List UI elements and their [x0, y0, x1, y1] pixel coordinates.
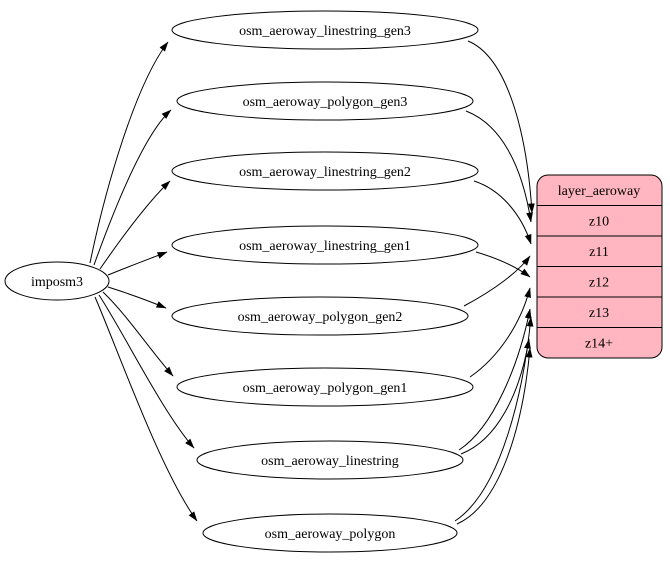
source-node-shape: [4, 261, 110, 301]
layer-row-z11: z11: [589, 245, 609, 260]
table-node-osm-aeroway-polygon-gen1: osm_aeroway_polygon_gen1: [176, 367, 474, 407]
table-node-label: osm_aeroway_polygon_gen1: [243, 381, 408, 396]
table-node-label: osm_aeroway_linestring_gen2: [239, 165, 411, 180]
source-node-label: imposm3: [31, 275, 83, 290]
edge-imposm3-polygon-gen3: [93, 109, 172, 266]
edge-polygon-gen1-z12: [469, 287, 531, 378]
table-node-shape: [171, 225, 479, 265]
edge-polygon-gen2-z11: [463, 255, 531, 307]
table-node-osm-aeroway-polygon-gen2: osm_aeroway_polygon_gen2: [171, 296, 469, 336]
edge-group-source: [89, 41, 198, 522]
edge-polygon-z14: [456, 347, 533, 525]
edge-group-layer: [454, 40, 535, 525]
edge-imposm3-polygon-gen2: [107, 286, 167, 309]
table-node-osm-aeroway-polygon-gen3: osm_aeroway_polygon_gen3: [176, 81, 474, 121]
edge-imposm3-linestring-gen1: [107, 251, 168, 276]
source-node-imposm3: imposm3: [4, 261, 110, 301]
table-node-label: osm_aeroway_polygon: [265, 527, 396, 542]
table-node-shape: [176, 367, 474, 407]
edge-polygon-gen3-z10: [465, 110, 533, 223]
table-node-osm-aeroway-polygon: osm_aeroway_polygon: [202, 513, 458, 553]
table-node-shape: [176, 81, 474, 121]
table-node-osm-aeroway-linestring-gen1: osm_aeroway_linestring_gen1: [171, 225, 479, 265]
edge-linestring-gen3-z10: [467, 40, 535, 214]
table-node-label: osm_aeroway_linestring_gen1: [239, 239, 411, 254]
table-node-shape: [196, 440, 464, 480]
layer-row-z13: z13: [589, 306, 609, 321]
edge-linestring-z14: [460, 338, 531, 455]
layer-node-layer-aeroway: layer_aeroway z10 z11 z12 z13 z14+: [536, 174, 663, 359]
table-node-shape: [171, 296, 469, 336]
table-node-shape: [171, 10, 479, 50]
table-node-label: osm_aeroway_linestring: [261, 454, 399, 469]
table-node-label: osm_aeroway_polygon_gen3: [243, 95, 408, 110]
edge-linestring-gen2-z11: [473, 180, 532, 245]
table-node-osm-aeroway-linestring: osm_aeroway_linestring: [196, 440, 464, 480]
edge-imposm3-linestring: [98, 294, 195, 449]
layer-row-z12: z12: [589, 276, 609, 291]
table-node-osm-aeroway-linestring-gen2: osm_aeroway_linestring_gen2: [171, 151, 479, 191]
edge-imposm3-polygon-gen1: [102, 291, 174, 377]
table-node-shape: [171, 151, 479, 191]
layer-row-z14plus: z14+: [585, 337, 613, 352]
layer-node-title: layer_aeroway: [558, 184, 640, 199]
table-node-label: osm_aeroway_polygon_gen2: [238, 310, 403, 325]
edge-imposm3-linestring-gen3: [89, 41, 169, 264]
table-node-osm-aeroway-linestring-gen3: osm_aeroway_linestring_gen3: [171, 10, 479, 50]
edge-imposm3-polygon: [94, 296, 198, 522]
edge-linestring-z13: [458, 308, 532, 451]
table-node-label: osm_aeroway_linestring_gen3: [239, 24, 411, 39]
table-node-shape: [202, 513, 458, 553]
layer-row-z10: z10: [589, 215, 609, 230]
edge-polygon-z13: [454, 316, 534, 522]
edge-imposm3-linestring-gen2: [99, 180, 171, 270]
edge-linestring-gen1-z12: [475, 251, 531, 278]
